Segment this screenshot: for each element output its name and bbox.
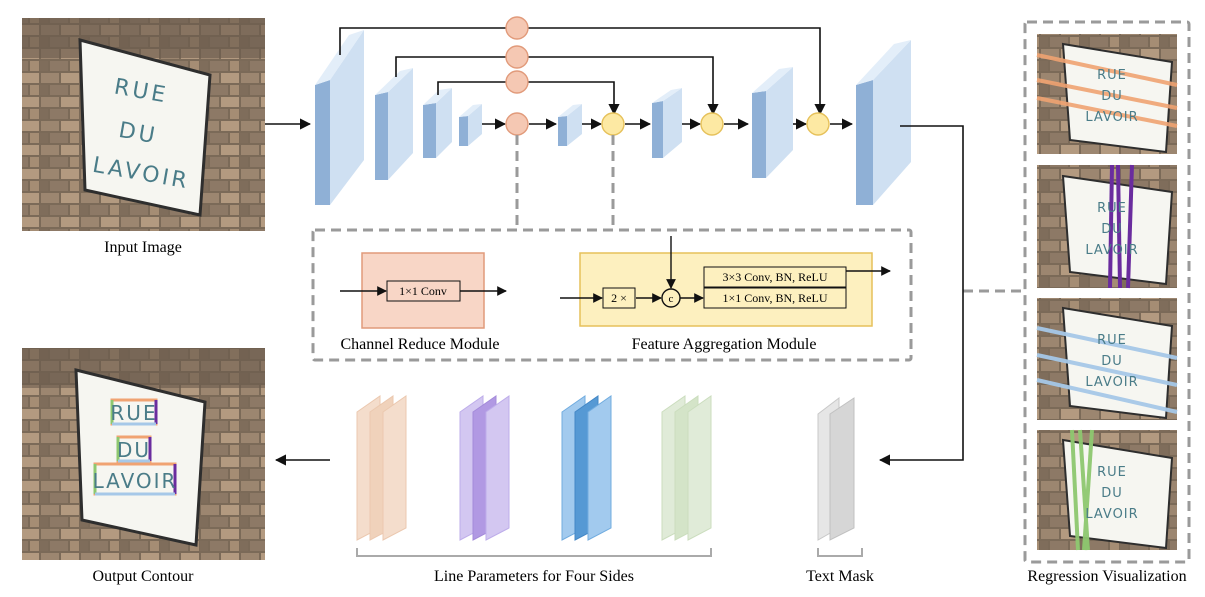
output-image: [22, 348, 265, 560]
skip-connections: [265, 27, 854, 130]
out-sign-word-2: DU: [117, 438, 151, 462]
output-sign-text: RUE DU LAVOIR: [93, 401, 178, 493]
output-contour-label: Output Contour: [93, 568, 195, 585]
decoder-block-2: [652, 88, 682, 158]
conv3x3-box: [703, 266, 847, 288]
thumb4-word-1: RUE: [1097, 465, 1127, 480]
reduce-node-1: [505, 16, 529, 40]
regression-thumb-top: [1036, 34, 1178, 154]
thumb2-word-3: LAVOIR: [1085, 243, 1138, 258]
thumb2-word-1: RUE: [1097, 201, 1127, 216]
line-param-map-top: [356, 395, 407, 541]
conv1x1-label: 1×1 Conv: [399, 284, 447, 298]
regression-thumb-left: [1037, 429, 1177, 551]
encoder-block-1: [315, 30, 364, 205]
line-param-map-right: [459, 395, 510, 541]
decoder-block-4: [856, 40, 911, 205]
thumb1-word-3: LAVOIR: [1085, 110, 1138, 125]
aggregate-node-1: [601, 112, 625, 136]
reduce-node-4: [505, 112, 529, 136]
regression-thumb-bottom: [1036, 298, 1178, 420]
thumb1-word-2: DU: [1101, 89, 1123, 104]
thumb3-word-1: RUE: [1097, 333, 1127, 348]
thumb1-word-1: RUE: [1097, 68, 1127, 83]
input-image-label: Input Image: [104, 239, 182, 256]
aggregate-arrows: [560, 236, 891, 303]
encoder-block-4: [459, 104, 482, 146]
thumb4-word-2: DU: [1101, 486, 1123, 501]
concat-label: c: [669, 293, 674, 305]
regression-visualization-label: Regression Visualization: [1027, 568, 1186, 585]
text-mask-label: Text Mask: [806, 568, 874, 585]
thumb3-word-2: DU: [1101, 354, 1123, 369]
input-image: [22, 18, 265, 231]
feature-aggregation-label: Feature Aggregation Module: [632, 336, 817, 353]
line-param-map-left: [661, 395, 712, 541]
encoder-block-2: [375, 68, 413, 180]
decoder-block-1: [558, 104, 582, 146]
out-sign-word-1: RUE: [110, 401, 157, 425]
conv1x1-bn-box: [703, 287, 847, 309]
label-braces: [356, 548, 863, 557]
line-param-map-bottom: [561, 395, 612, 541]
encoder-block-3: [423, 88, 452, 158]
thumb-sign-text: RUE DU LAVOIR RUE DU LAVOIR RUE DU LAVOI…: [1085, 68, 1138, 522]
channel-reduce-label: Channel Reduce Module: [340, 336, 499, 353]
thumb4-word-3: LAVOIR: [1085, 507, 1138, 522]
text-mask-map: [817, 396, 855, 541]
reduce-node-2: [505, 45, 529, 69]
conv1x1-bn-label: 1×1 Conv, BN, ReLU: [723, 291, 828, 305]
out-sign-word-3: LAVOIR: [93, 469, 178, 493]
regression-thumb-right: [1037, 164, 1177, 289]
line-parameters-label: Line Parameters for Four Sides: [434, 568, 634, 585]
reduce-node-3: [505, 70, 529, 94]
aggregate-node-3: [806, 112, 830, 136]
dashed-callouts: [311, 20, 1191, 564]
decoder-block-3: [752, 67, 793, 178]
upsample-label: 2 ×: [611, 291, 627, 305]
aggregate-node-2: [700, 112, 724, 136]
upsample-box: [602, 287, 636, 309]
conv3x3-label: 3×3 Conv, BN, ReLU: [723, 270, 828, 284]
head-arrows: [274, 125, 964, 466]
thumb2-word-2: DU: [1101, 222, 1123, 237]
thumb3-word-3: LAVOIR: [1085, 375, 1138, 390]
